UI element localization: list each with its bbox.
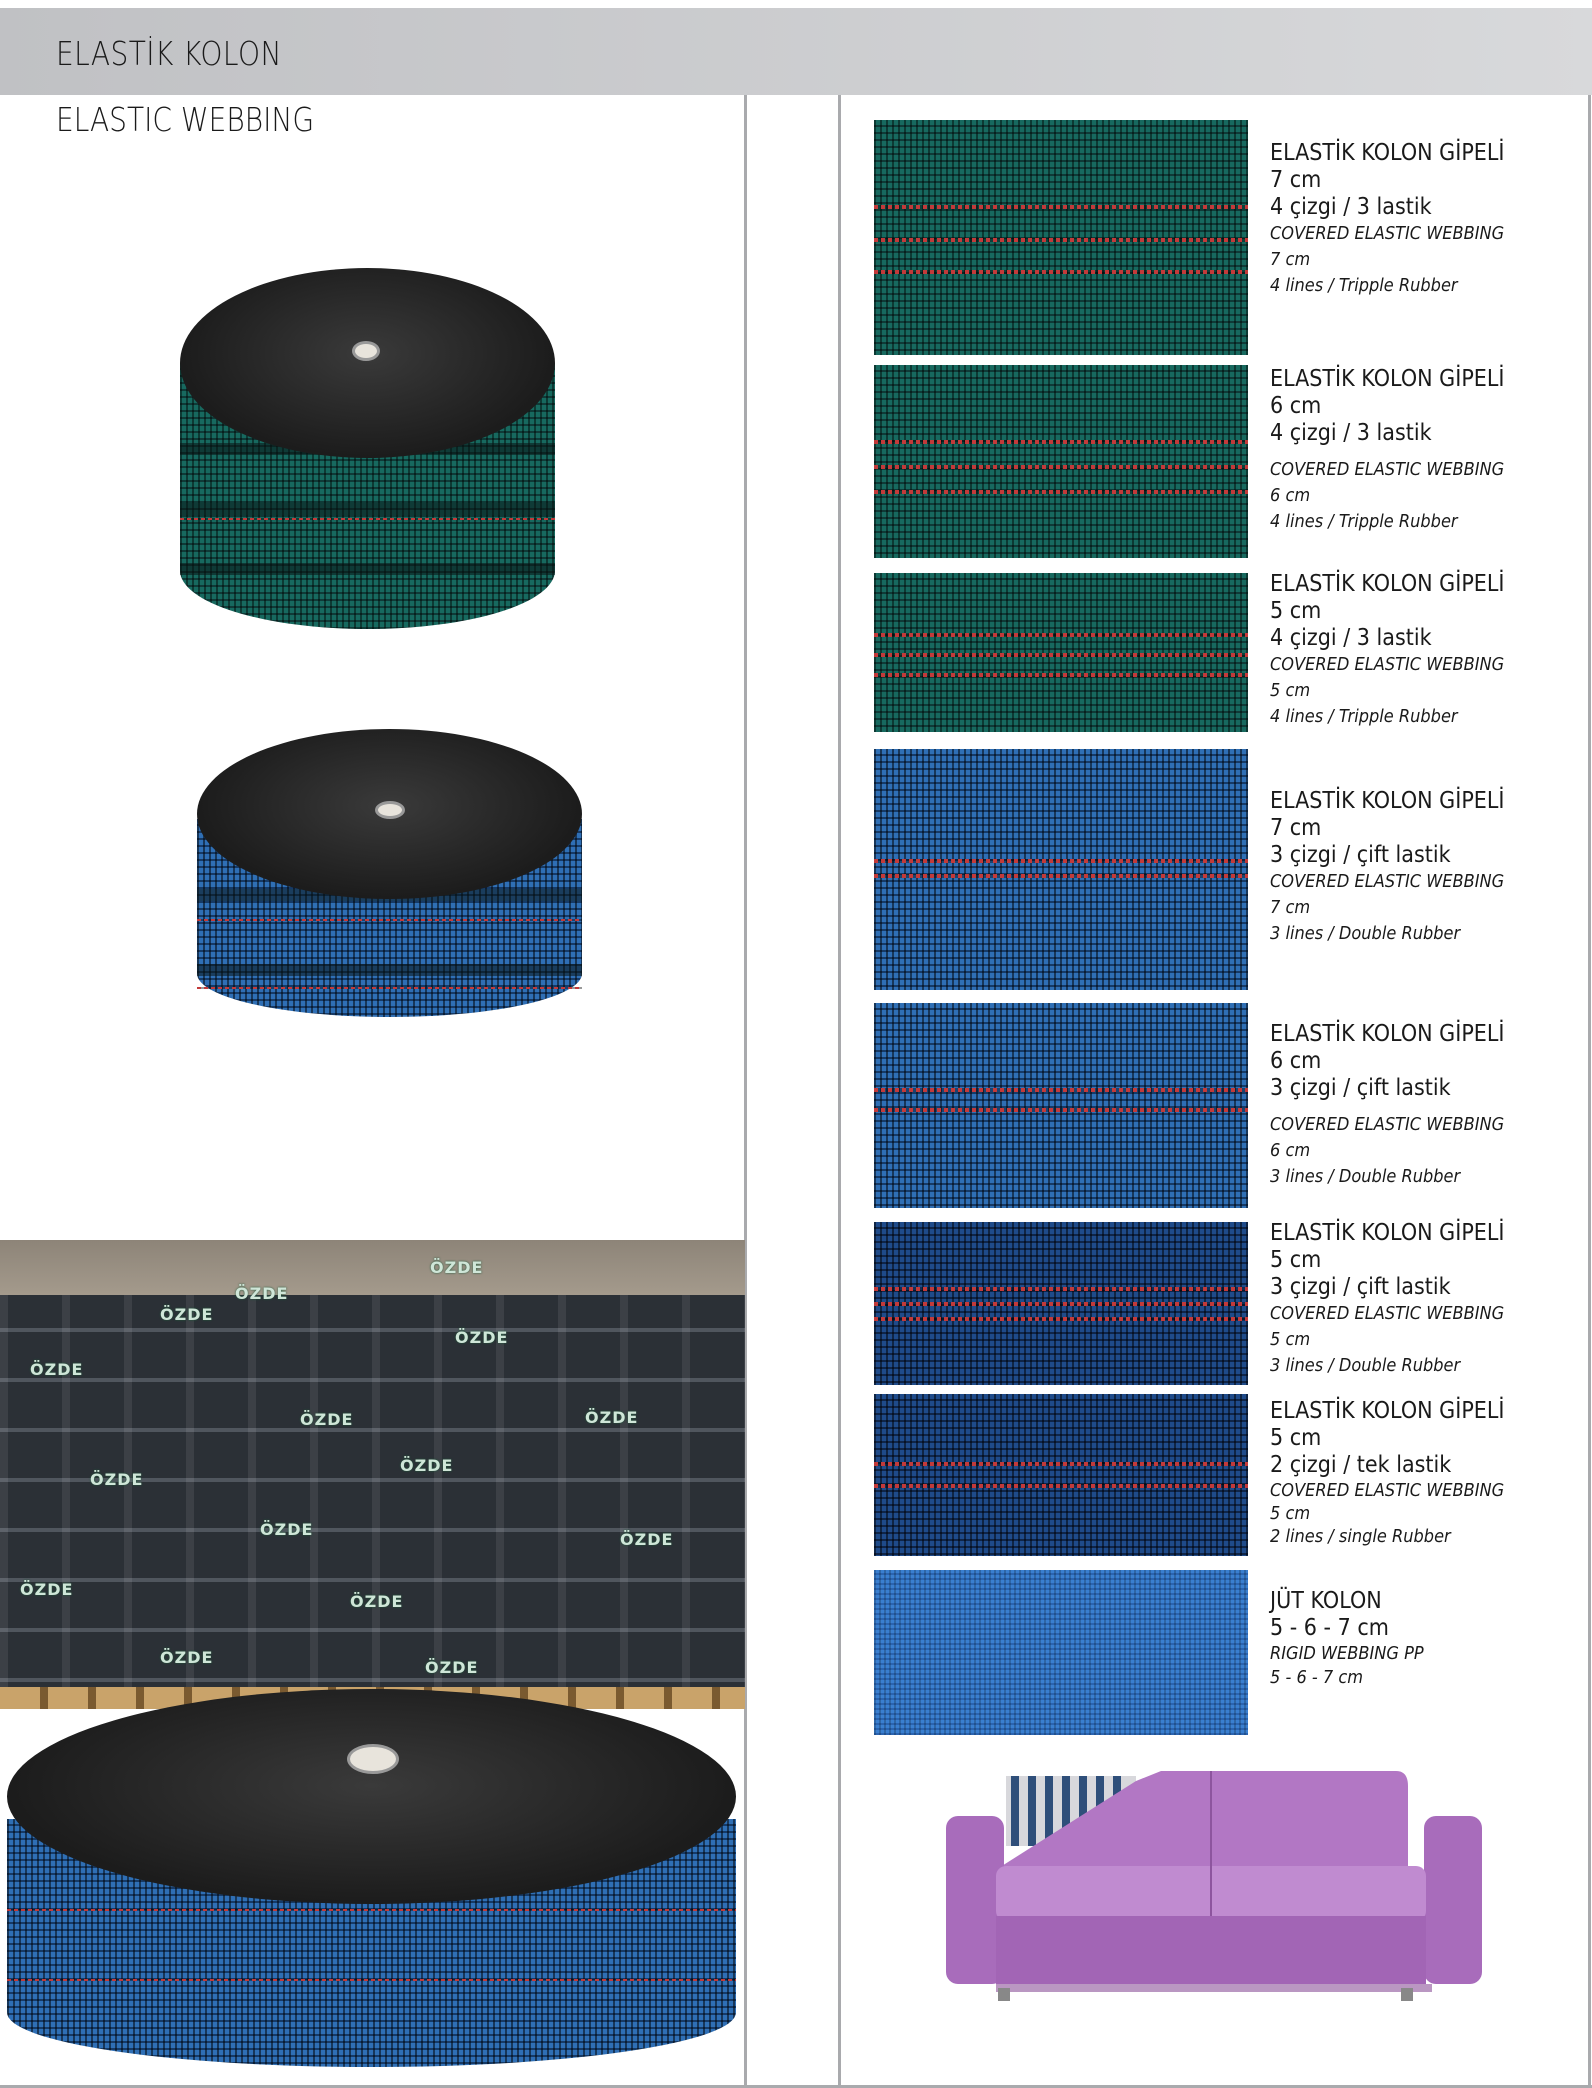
page-title: ELASTİK KOLON	[56, 34, 282, 73]
swatch-green-5cm	[874, 573, 1248, 732]
product-description: JÜT KOLON 5 - 6 - 7 cm RIGID WEBBING PP …	[1270, 1588, 1441, 1690]
en-size: 5 cm	[1270, 1329, 1311, 1350]
tr-title: ELASTİK KOLON GİPELİ	[1270, 1021, 1505, 1047]
blue-webbing-roll-image	[197, 729, 582, 1017]
en-spec: 3 lines / Double Rubber	[1270, 1355, 1461, 1376]
en-size: 6 cm	[1270, 485, 1311, 506]
en-title: RIGID WEBBING PP	[1270, 1643, 1424, 1664]
tr-title: ELASTİK KOLON GİPELİ	[1270, 140, 1505, 166]
tr-spec: 3 çizgi / çift lastik	[1270, 1274, 1451, 1300]
tr-title: ELASTİK KOLON GİPELİ	[1270, 788, 1505, 814]
en-title: COVERED ELASTIC WEBBING	[1270, 1114, 1505, 1135]
swatch-green-7cm	[874, 120, 1248, 355]
tr-size: 5 cm	[1270, 598, 1322, 624]
roll-brand-label: ÖZDE	[90, 1470, 144, 1489]
product-description: ELASTİK KOLON GİPELİ 6 cm 4 çizgi / 3 la…	[1270, 366, 1531, 535]
tr-spec: 2 çizgi / tek lastik	[1270, 1452, 1452, 1478]
en-size: 6 cm	[1270, 1140, 1311, 1161]
divider-left	[744, 95, 747, 2088]
roll-brand-label: ÖZDE	[160, 1305, 214, 1324]
en-title: COVERED ELASTIC WEBBING	[1270, 223, 1505, 244]
swatch-jute	[874, 1570, 1248, 1735]
divider-right	[838, 95, 841, 2088]
roll-brand-label: ÖZDE	[20, 1580, 74, 1599]
tr-size: 7 cm	[1270, 815, 1322, 841]
en-spec: 3 lines / Double Rubber	[1270, 923, 1461, 944]
en-size: 5 cm	[1270, 680, 1311, 701]
tr-size: 6 cm	[1270, 393, 1322, 419]
en-size: 7 cm	[1270, 249, 1311, 270]
roll-brand-label: ÖZDE	[160, 1648, 214, 1667]
en-size: 5 cm	[1270, 1503, 1311, 1524]
tr-title: ELASTİK KOLON GİPELİ	[1270, 366, 1505, 392]
warehouse-stock-photo: ÖZDE ÖZDE ÖZDE ÖZDE ÖZDE ÖZDE ÖZDE ÖZDE …	[0, 1240, 745, 1709]
roll-brand-label: ÖZDE	[455, 1328, 509, 1347]
en-title: COVERED ELASTIC WEBBING	[1270, 1480, 1505, 1501]
en-title: COVERED ELASTIC WEBBING	[1270, 1303, 1505, 1324]
swatch-blue-6cm	[874, 1003, 1248, 1208]
roll-brand-label: ÖZDE	[300, 1410, 354, 1429]
page-subtitle: ELASTIC WEBBING	[56, 100, 315, 139]
swatch-navy-5cm-double	[874, 1222, 1248, 1385]
product-description: ELASTİK KOLON GİPELİ 6 cm 3 çizgi / çift…	[1270, 1021, 1531, 1190]
en-spec: 3 lines / Double Rubber	[1270, 1166, 1461, 1187]
roll-brand-label: ÖZDE	[260, 1520, 314, 1539]
en-spec: 4 lines / Tripple Rubber	[1270, 706, 1458, 727]
tr-spec: 4 çizgi / 3 lastik	[1270, 194, 1432, 220]
roll-brand-label: ÖZDE	[30, 1360, 84, 1379]
tr-size: 5 - 6 - 7 cm	[1270, 1615, 1389, 1641]
en-size: 7 cm	[1270, 897, 1311, 918]
roll-brand-label: ÖZDE	[620, 1530, 674, 1549]
roll-brand-label: ÖZDE	[425, 1658, 479, 1677]
tr-title: ELASTİK KOLON GİPELİ	[1270, 1220, 1505, 1246]
tr-spec: 4 çizgi / 3 lastik	[1270, 420, 1432, 446]
divider-edge	[1588, 95, 1591, 2088]
green-webbing-roll-image	[180, 268, 555, 629]
product-description: ELASTİK KOLON GİPELİ 5 cm 2 çizgi / tek …	[1270, 1398, 1531, 1548]
en-size: 5 - 6 - 7 cm	[1270, 1667, 1364, 1688]
large-blue-roll-image	[7, 1689, 736, 2067]
en-spec: 4 lines / Tripple Rubber	[1270, 275, 1458, 296]
divider-bottom	[0, 2085, 1592, 2088]
en-title: COVERED ELASTIC WEBBING	[1270, 654, 1505, 675]
roll-brand-label: ÖZDE	[400, 1456, 454, 1475]
swatch-green-6cm	[874, 365, 1248, 558]
roll-brand-label: ÖZDE	[430, 1258, 484, 1277]
swatch-navy-5cm-single	[874, 1394, 1248, 1556]
tr-title: JÜT KOLON	[1270, 1588, 1382, 1614]
roll-brand-label: ÖZDE	[235, 1284, 289, 1303]
tr-size: 7 cm	[1270, 167, 1322, 193]
tr-title: ELASTİK KOLON GİPELİ	[1270, 1398, 1505, 1424]
tr-spec: 3 çizgi / çift lastik	[1270, 1075, 1451, 1101]
tr-title: ELASTİK KOLON GİPELİ	[1270, 571, 1505, 597]
tr-spec: 4 çizgi / 3 lastik	[1270, 625, 1432, 651]
page-header: ELASTİK KOLON	[0, 8, 1592, 95]
en-title: COVERED ELASTIC WEBBING	[1270, 871, 1505, 892]
roll-brand-label: ÖZDE	[585, 1408, 639, 1427]
product-description: ELASTİK KOLON GİPELİ 5 cm 3 çizgi / çift…	[1270, 1220, 1531, 1379]
tr-size: 5 cm	[1270, 1247, 1322, 1273]
en-spec: 2 lines / single Rubber	[1270, 1526, 1451, 1547]
product-description: ELASTİK KOLON GİPELİ 7 cm 4 çizgi / 3 la…	[1270, 140, 1531, 299]
product-description: ELASTİK KOLON GİPELİ 5 cm 4 çizgi / 3 la…	[1270, 571, 1531, 730]
en-title: COVERED ELASTIC WEBBING	[1270, 459, 1505, 480]
swatch-blue-7cm	[874, 749, 1248, 990]
tr-size: 6 cm	[1270, 1048, 1322, 1074]
sofa-illustration	[946, 1771, 1482, 2001]
product-description: ELASTİK KOLON GİPELİ 7 cm 3 çizgi / çift…	[1270, 788, 1531, 947]
tr-spec: 3 çizgi / çift lastik	[1270, 842, 1451, 868]
roll-brand-label: ÖZDE	[350, 1592, 404, 1611]
tr-size: 5 cm	[1270, 1425, 1322, 1451]
en-spec: 4 lines / Tripple Rubber	[1270, 511, 1458, 532]
